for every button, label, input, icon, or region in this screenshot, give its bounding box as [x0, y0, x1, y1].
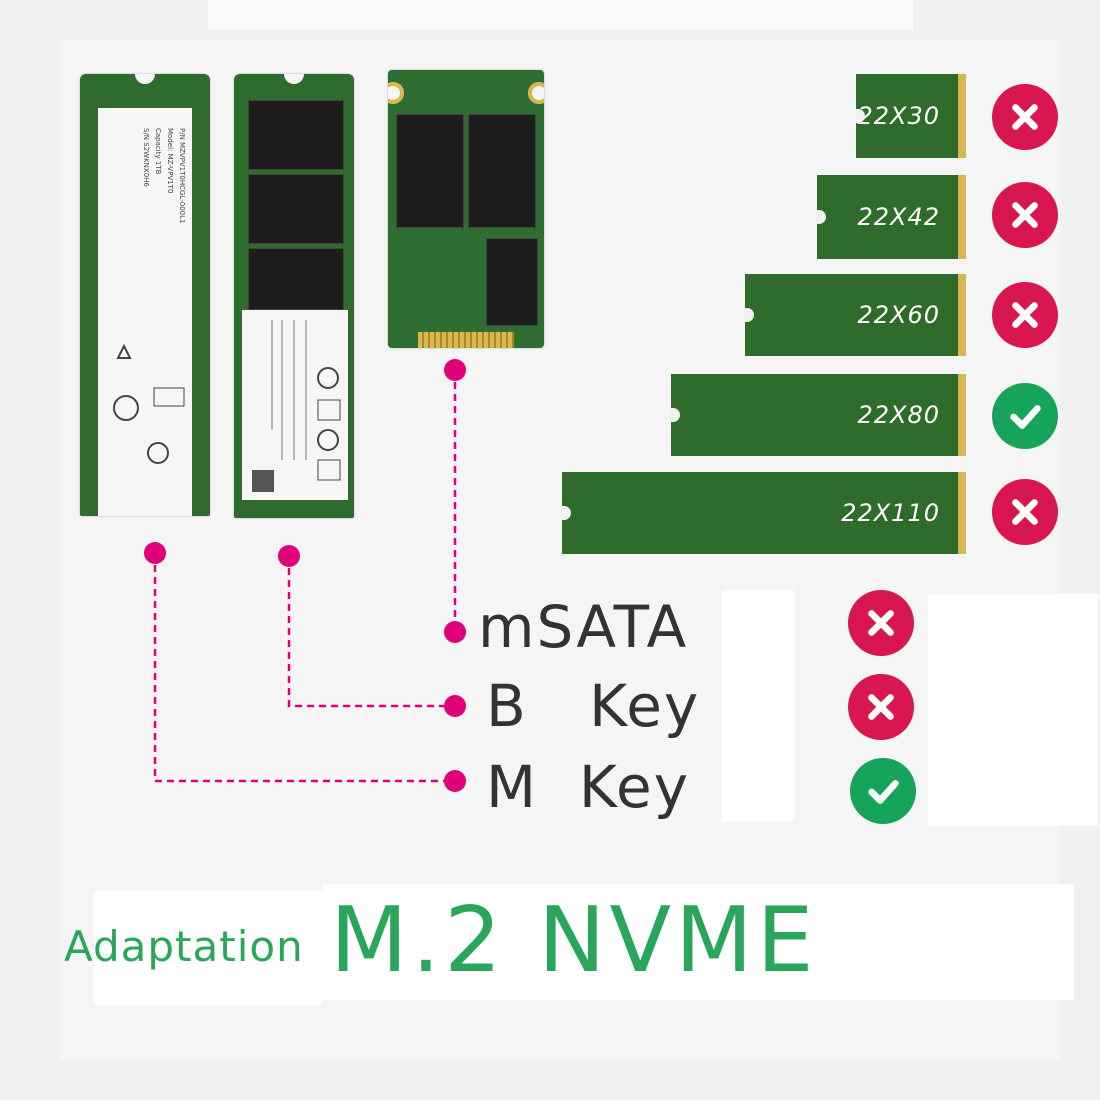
connector-dot — [444, 695, 466, 717]
svg-text:S/N S2WKNX0H6: S/N S2WKNX0H6 — [142, 128, 150, 187]
title-panel — [322, 884, 1074, 1000]
size-bar-22x30: 22X30 — [855, 74, 966, 158]
corner-notch — [388, 82, 404, 104]
title-small: Adaptation — [64, 922, 304, 971]
corner-notch — [528, 82, 544, 104]
top-white-panel — [208, 0, 913, 30]
connector-dot — [444, 359, 466, 381]
svg-text:P/N MZVPV1T0HCGL-000L1: P/N MZVPV1T0HCGL-000L1 — [178, 128, 186, 223]
size-label: 22X30 — [857, 102, 940, 130]
svg-text:Capacity 1TB: Capacity 1TB — [154, 128, 162, 175]
cross-icon — [848, 590, 914, 656]
size-bar-22x42: 22X42 — [816, 175, 966, 259]
size-bar-22x60: 22X60 — [744, 274, 966, 356]
svg-text:Model: MZ-VPV1T0: Model: MZ-VPV1T0 — [166, 128, 174, 193]
controller-chip — [248, 248, 344, 310]
title-large: M.2 NVME — [330, 888, 818, 993]
mount-notch — [135, 74, 155, 84]
title-panel — [94, 890, 322, 1006]
connector-dot — [278, 545, 300, 567]
gold-contacts — [418, 332, 514, 348]
controller-chip — [486, 238, 538, 326]
cross-icon — [992, 479, 1058, 545]
bar-notch — [744, 308, 754, 322]
check-icon — [992, 383, 1058, 449]
mount-notch — [284, 74, 304, 84]
bar-notch — [855, 109, 865, 123]
product-label: P/N MZVPV1T0HCGL-000L1 Model: MZ-VPV1T0 … — [98, 108, 192, 516]
nand-chip — [396, 114, 464, 228]
check-icon — [850, 758, 916, 824]
key-label-msata: mSATA — [478, 593, 689, 661]
nand-chip — [248, 174, 344, 244]
ssd-m-key-card: P/N MZVPV1T0HCGL-000L1 Model: MZ-VPV1T0 … — [80, 74, 210, 516]
cross-icon — [848, 674, 914, 740]
key-label-b-key: B Key — [486, 672, 701, 740]
key-label-m-key: M Key — [486, 753, 691, 821]
connector-dot — [444, 621, 466, 643]
size-bar-22x110: 22X110 — [561, 472, 966, 554]
size-label: 22X60 — [857, 301, 940, 329]
label-print: P/N MZVPV1T0HCGL-000L1 Model: MZ-VPV1T0 … — [113, 128, 186, 464]
cross-icon — [992, 182, 1058, 248]
nand-chip — [468, 114, 536, 228]
size-label: 22X42 — [857, 203, 940, 231]
bar-notch — [561, 506, 571, 520]
connector-dot — [444, 770, 466, 792]
connector-dot — [144, 542, 166, 564]
key-panel — [722, 590, 794, 822]
cross-icon — [992, 84, 1058, 150]
nand-chip — [248, 100, 344, 170]
product-label — [242, 310, 348, 500]
label-print — [252, 320, 341, 492]
bar-notch — [816, 210, 826, 224]
key-panel — [928, 594, 1098, 826]
size-label: 22X110 — [841, 499, 940, 527]
cross-icon — [992, 282, 1058, 348]
msata-card — [388, 70, 544, 348]
bar-notch — [670, 408, 680, 422]
ssd-b-key-card — [234, 74, 354, 518]
size-bar-22x80: 22X80 — [670, 374, 966, 456]
size-label: 22X80 — [857, 401, 940, 429]
